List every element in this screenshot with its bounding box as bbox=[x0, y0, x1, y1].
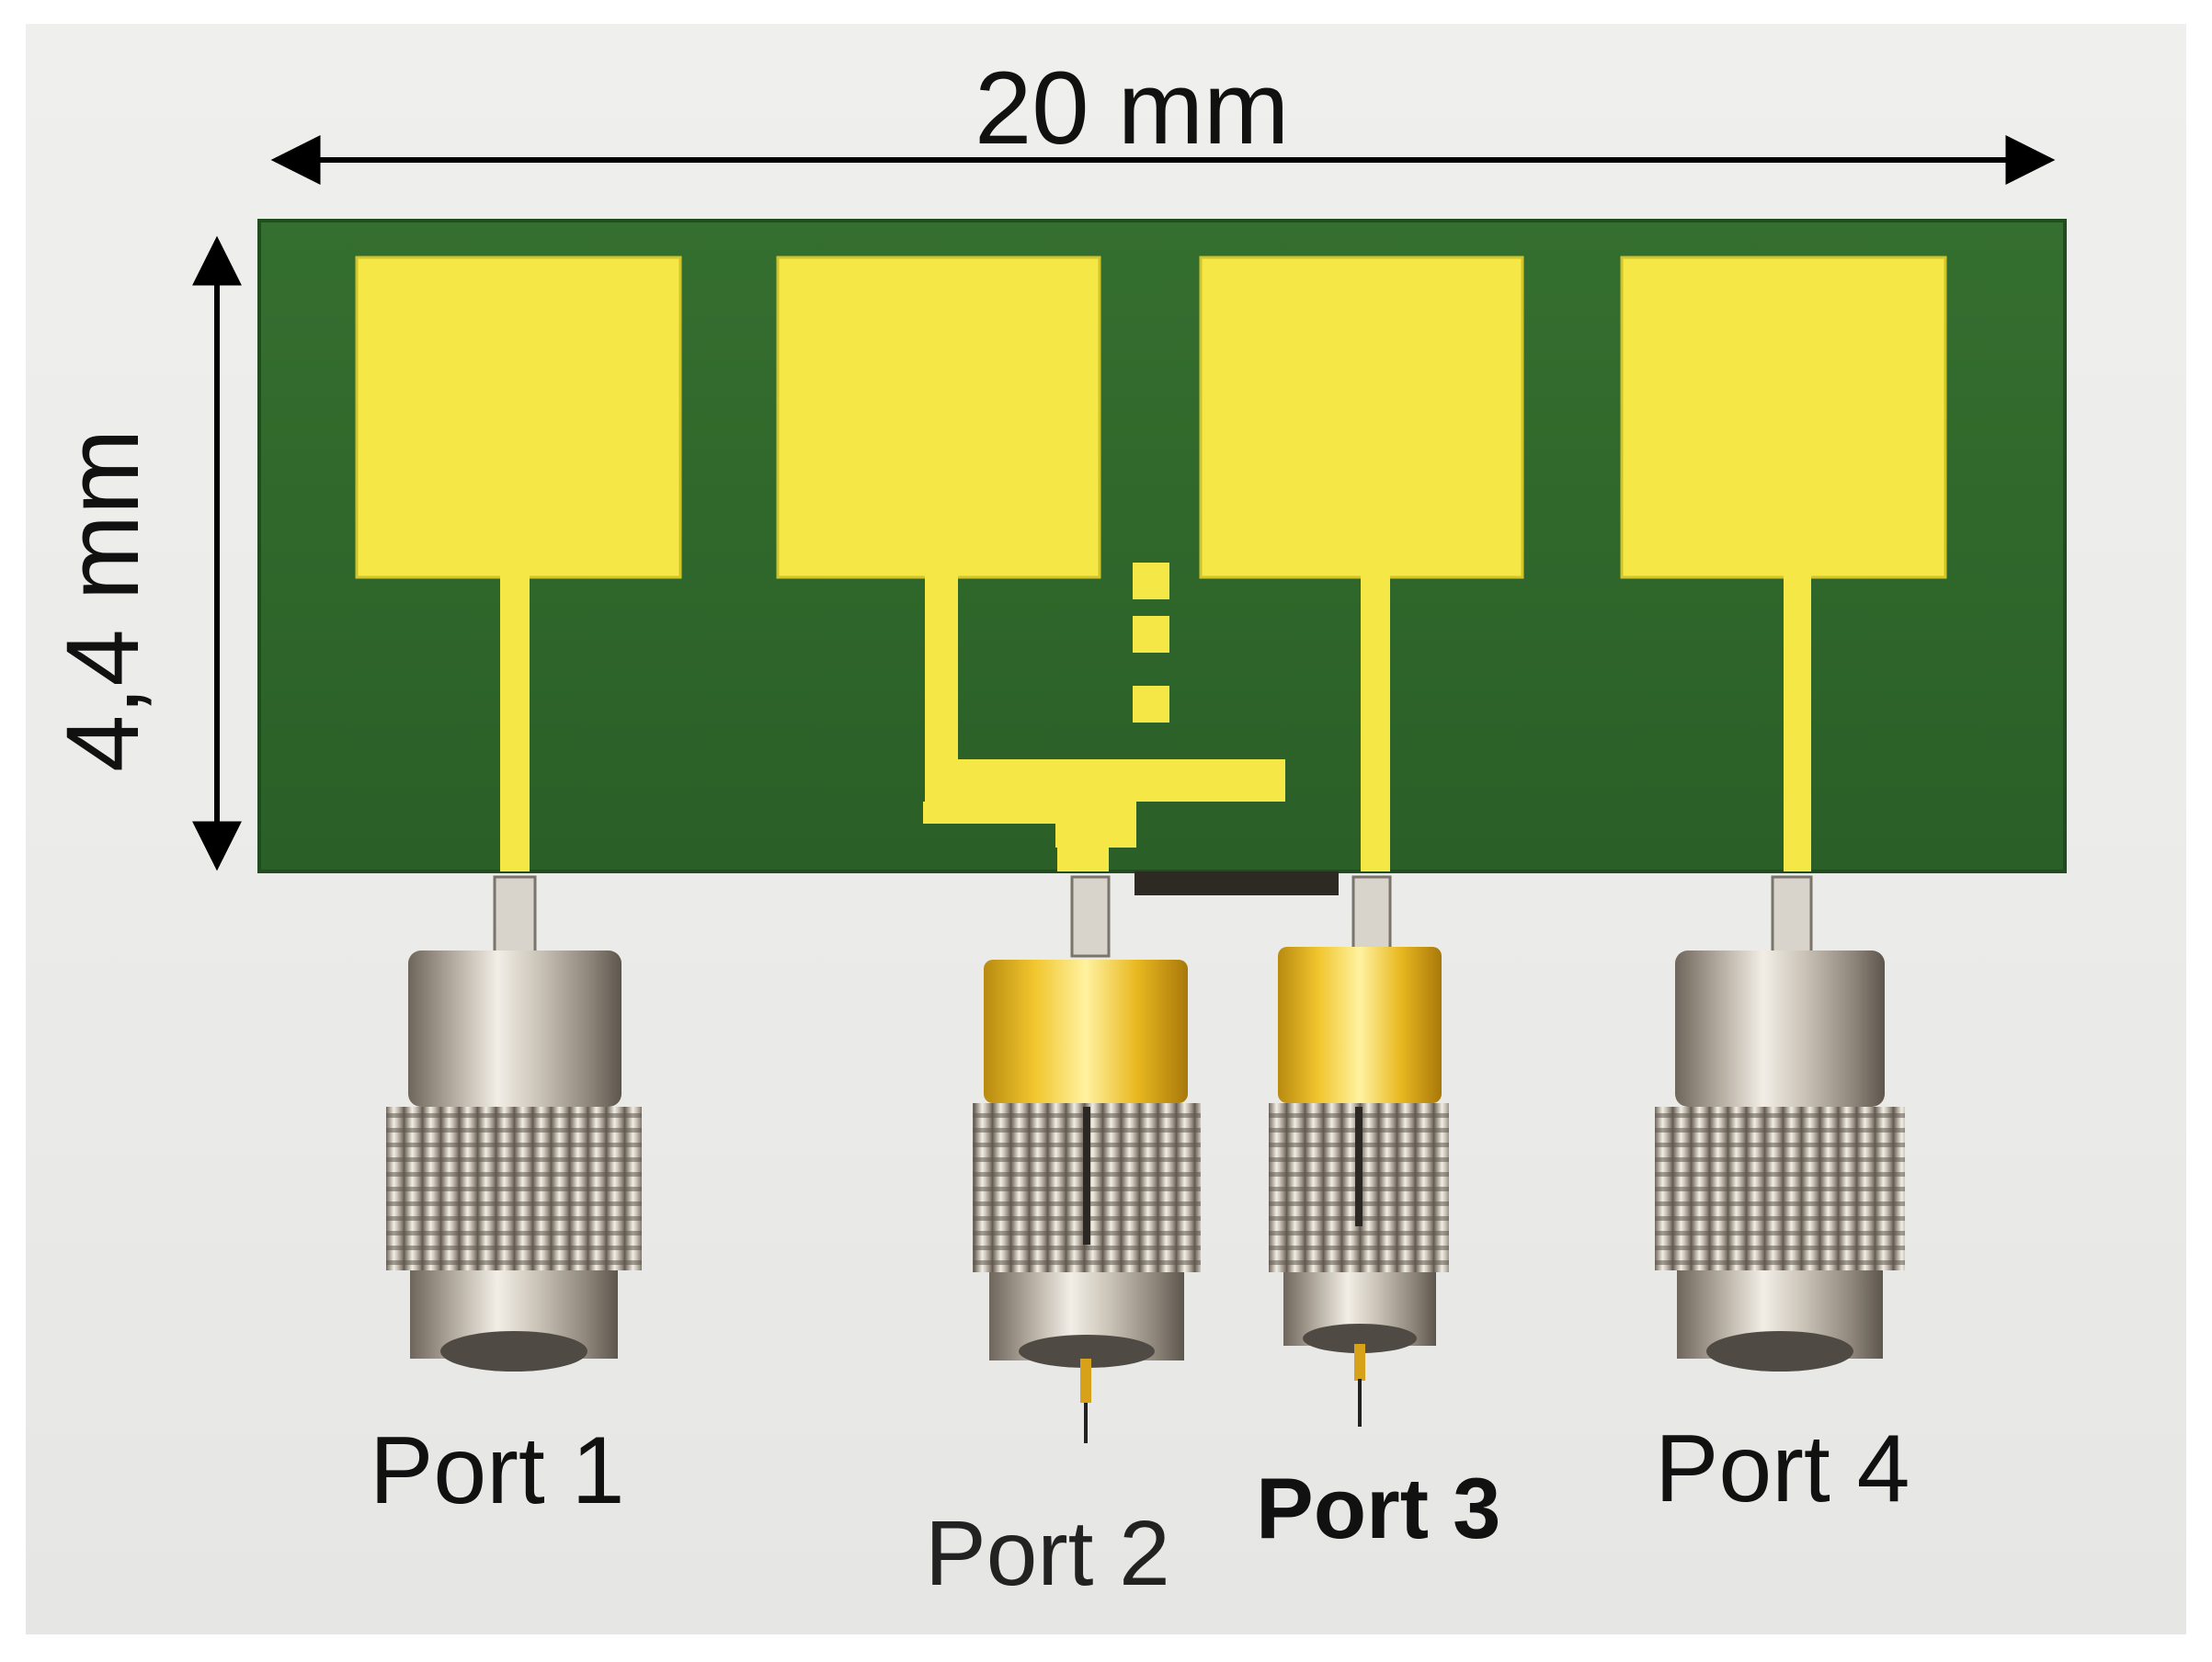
patch-4 bbox=[1620, 256, 1947, 579]
connector-port-1 bbox=[386, 951, 642, 1372]
patch-3 bbox=[1199, 256, 1524, 579]
height-dimension-label: 4,4 mm bbox=[45, 428, 160, 772]
patch-1 bbox=[355, 256, 682, 579]
connector-port-2 bbox=[973, 960, 1201, 1443]
connector-pins bbox=[493, 875, 1813, 958]
port-4-label: Port 4 bbox=[1655, 1416, 1910, 1522]
connector-port-4 bbox=[1655, 951, 1905, 1372]
feed-lines bbox=[500, 563, 1811, 871]
antenna-patches bbox=[355, 256, 1947, 579]
width-dimension-label: 20 mm bbox=[975, 51, 1290, 165]
port-3-label: Port 3 bbox=[1256, 1460, 1501, 1556]
patch-2 bbox=[776, 256, 1101, 579]
connector-port-3 bbox=[1269, 947, 1449, 1427]
port-2-label: Port 2 bbox=[925, 1502, 1170, 1605]
port-1-label: Port 1 bbox=[370, 1417, 625, 1524]
